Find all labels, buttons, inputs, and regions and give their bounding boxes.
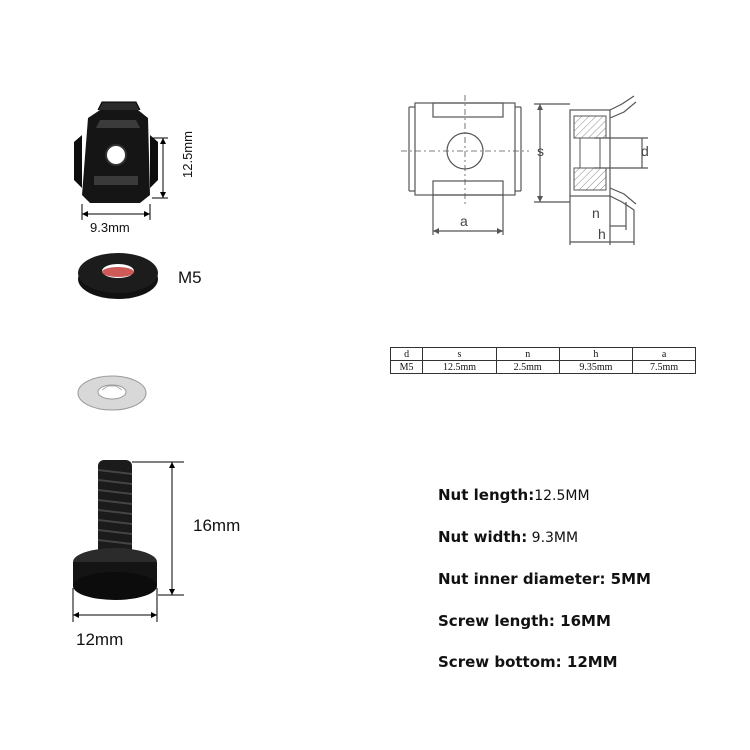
cage-nut-height-label: 12.5mm — [180, 131, 195, 178]
spec-table-cell: 9.35mm — [558, 360, 634, 374]
drawing-s-label: s — [537, 143, 544, 159]
drawing-h-label: h — [598, 226, 606, 242]
spec-key: Screw bottom: 12MM — [438, 653, 618, 671]
screw-bottom-label: 12mm — [76, 630, 124, 649]
spec-screw-length: Screw length: 16MM — [438, 612, 611, 630]
black-washer-photo — [78, 253, 158, 299]
spec-table-cell: M5 — [389, 360, 424, 374]
spec-table-header-cell: s — [422, 347, 497, 361]
star-washer-photo — [77, 375, 147, 411]
cage-nut-side-view-drawing — [534, 95, 648, 245]
cage-nut-photo — [74, 101, 168, 220]
spec-key: Nut inner diameter: 5MM — [438, 570, 651, 588]
washer-size-label: M5 — [178, 268, 202, 287]
spec-value: 9.3MM — [527, 530, 579, 546]
spec-screw-bottom: Screw bottom: 12MM — [438, 653, 618, 671]
spec-key: Nut length: — [438, 486, 535, 504]
screw-photo — [72, 460, 184, 622]
drawing-d-label: d — [641, 143, 649, 159]
spec-table-header-row: d s n h a — [389, 347, 696, 361]
cage-nut-width-label: 9.3mm — [90, 220, 130, 235]
spec-table-header-cell: h — [558, 347, 634, 361]
screw-length-label: 16mm — [193, 516, 241, 535]
spec-table-header-cell: d — [389, 347, 424, 361]
spec-table-header-cell: n — [495, 347, 560, 361]
spec-nut-width: Nut width: 9.3MM — [438, 528, 578, 546]
cage-nut-front-view-drawing — [401, 95, 529, 235]
drawing-n-label: n — [592, 205, 600, 221]
spec-nut-length: Nut length:12.5MM — [438, 486, 590, 504]
spec-nut-inner-diameter: Nut inner diameter: 5MM — [438, 570, 651, 588]
spec-table: d s n h a M5 12.5mm 2.5mm 9.35mm 7.5mm — [389, 347, 696, 374]
spec-table-cell: 12.5mm — [422, 360, 497, 374]
spec-table-header-cell: a — [632, 347, 696, 361]
drawing-a-label: a — [460, 213, 468, 229]
spec-table-row: M5 12.5mm 2.5mm 9.35mm 7.5mm — [389, 360, 696, 374]
spec-table-cell: 7.5mm — [632, 360, 696, 374]
spec-key: Nut width: — [438, 528, 528, 546]
spec-key: Screw length: 16MM — [438, 612, 611, 630]
spec-value: 12.5MM — [534, 488, 590, 504]
spec-table-cell: 2.5mm — [495, 360, 560, 374]
